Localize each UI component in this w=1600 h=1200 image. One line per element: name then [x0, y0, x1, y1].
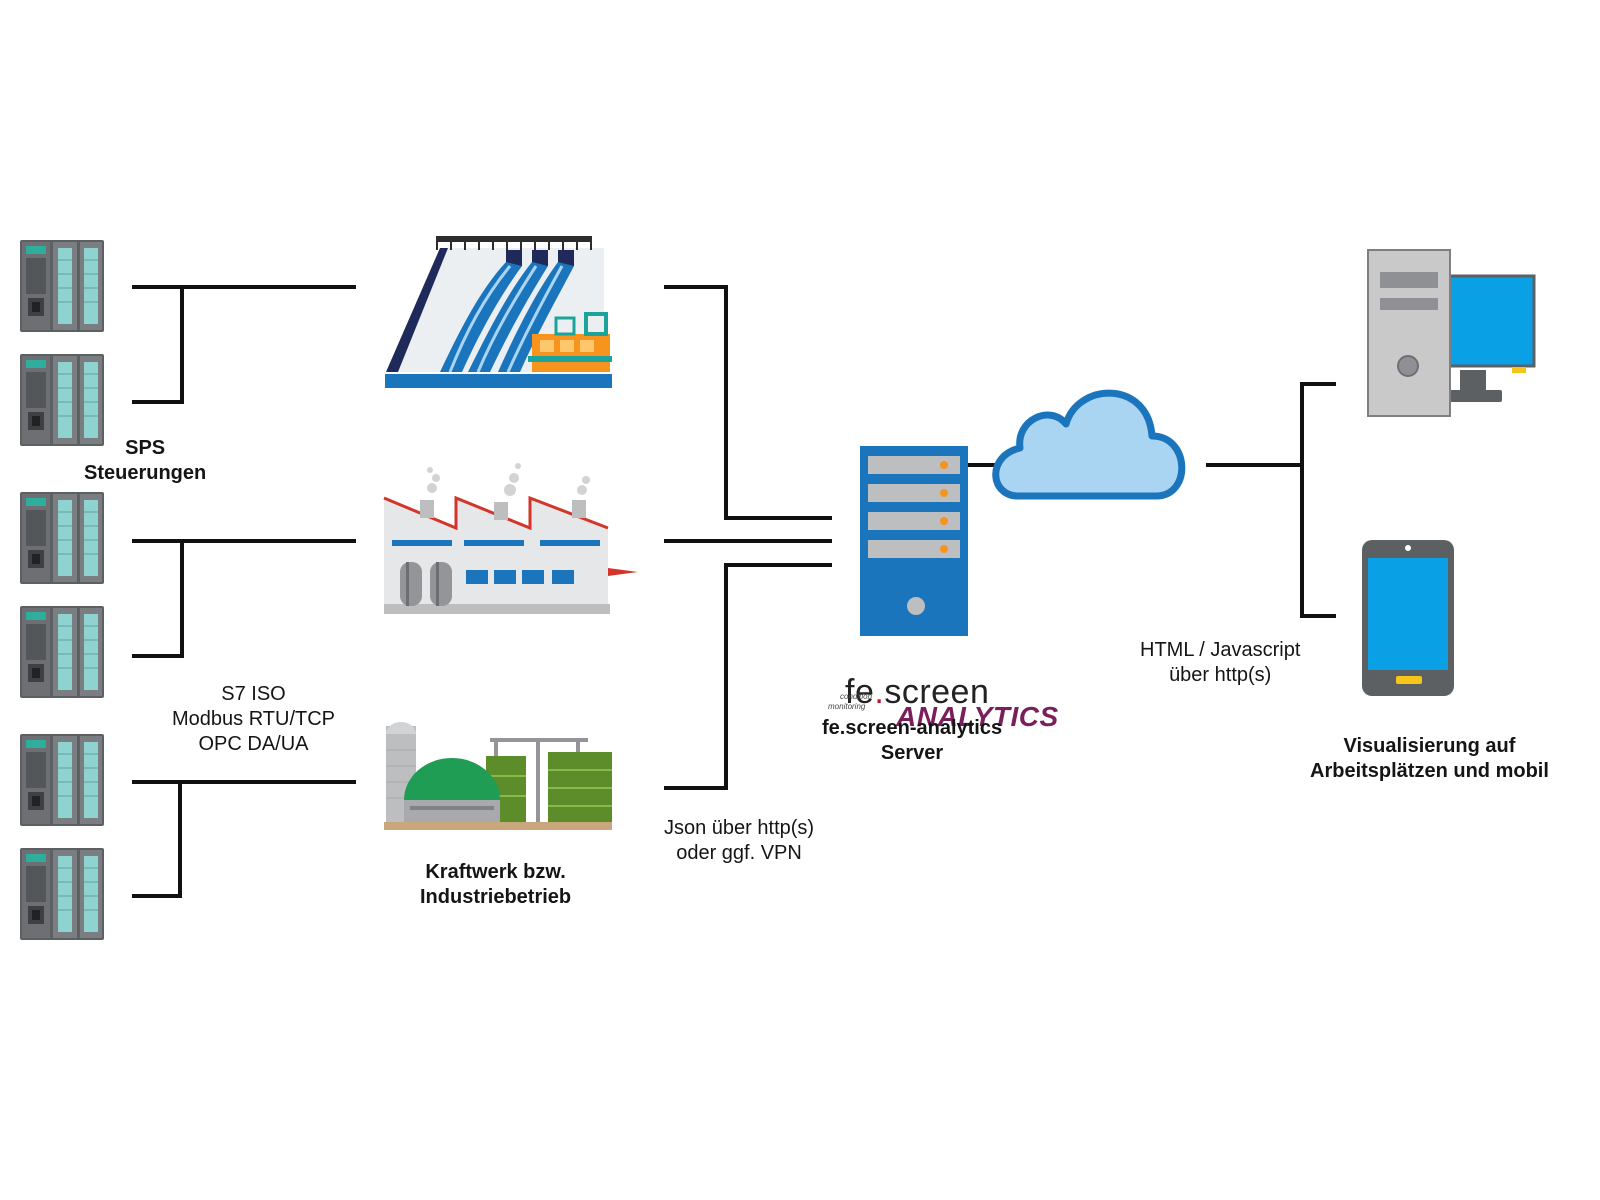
logo-screen-text: screen: [884, 673, 990, 711]
json-label-line: Json über http(s): [664, 817, 815, 839]
factory-icon: [383, 463, 638, 614]
protocol-line: S7 ISO: [221, 683, 286, 705]
plant-label-line: Industriebetrieb: [420, 886, 572, 908]
logo-dot: .: [874, 673, 885, 711]
plant-label-line: Kraftwerk bzw.: [425, 861, 566, 883]
html-transport-label: HTML / Javascript über http(s): [1140, 638, 1300, 688]
server-label-line: fe.screen-analytics: [822, 717, 1003, 739]
logo-monitoring-text: monitoring: [828, 702, 866, 711]
protocol-label: S7 ISO Modbus RTU/TCP OPC DA/UA: [172, 682, 335, 757]
fescreen-logo: fe.screen: [845, 674, 989, 710]
cloud-icon: [992, 389, 1186, 500]
server-label-line: Server: [880, 742, 944, 764]
plant-label: Kraftwerk bzw. Industriebetrieb: [420, 860, 571, 910]
biogas-plant-icon: [384, 722, 612, 830]
server-label: fe.screen-analytics Server: [822, 716, 1002, 766]
smartphone-icon: [1362, 540, 1454, 696]
desktop-computer-icon: [1367, 249, 1536, 417]
protocol-line: OPC DA/UA: [198, 733, 309, 755]
logo-fe-text: fe: [845, 673, 875, 711]
html-label-line: HTML / Javascript: [1140, 639, 1301, 661]
protocol-line: Modbus RTU/TCP: [172, 708, 336, 730]
server-tower-icon: [860, 446, 968, 636]
plc-controller-icon: [19, 239, 105, 941]
json-transport-label: Json über http(s) oder ggf. VPN: [664, 816, 814, 866]
sps-label-line: Steuerungen: [84, 462, 207, 484]
json-label-line: oder ggf. VPN: [676, 842, 802, 864]
connector-lines: [132, 285, 1336, 898]
sps-label-line: SPS: [125, 437, 166, 459]
sps-label: SPS Steuerungen: [84, 436, 206, 486]
visual-label-line: Visualisierung auf: [1343, 735, 1516, 757]
visual-label-line: Arbeitsplätzen und mobil: [1310, 760, 1549, 782]
logo-condition-text: condition: [840, 692, 873, 701]
html-label-line: über http(s): [1169, 664, 1272, 686]
logo-analytics-text: ANALYTICS: [896, 701, 1059, 732]
visualisation-label: Visualisierung auf Arbeitsplätzen und mo…: [1310, 734, 1549, 784]
hydro-dam-icon: [385, 236, 612, 388]
